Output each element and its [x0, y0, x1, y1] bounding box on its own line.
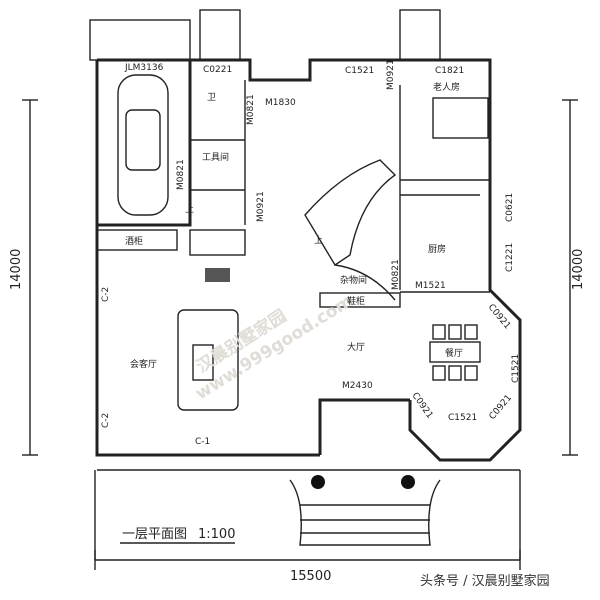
window-label: C1521 [345, 66, 374, 76]
dining-room-label: 餐厅 [445, 347, 463, 359]
plan-scale: 1:100 [198, 527, 235, 542]
shoe-cabinet-label: 鞋柜 [347, 295, 365, 307]
window-label: C0921 [488, 393, 514, 422]
door-label: M0821 [246, 94, 256, 125]
window-label: C1821 [435, 66, 464, 76]
storage-label: 杂物间 [340, 274, 367, 286]
window-label: C-2 [101, 413, 111, 428]
living-room-label: 会客厅 [130, 358, 157, 370]
bed-icon [432, 97, 489, 139]
garage-door-label: JLM3136 [124, 63, 164, 73]
dimension-lines [22, 99, 578, 570]
door-label: M0921 [256, 191, 266, 222]
tool-room-label: 工具间 [202, 151, 229, 163]
window-label: C-1 [195, 437, 210, 447]
window-label: C1221 [505, 243, 515, 272]
window-label: C0221 [203, 65, 232, 75]
entrance-steps [97, 469, 520, 546]
window-label: C1521 [448, 413, 477, 423]
wine-cabinet-label: 酒柜 [125, 235, 143, 247]
width-dimension: 15500 [290, 569, 331, 584]
fireplace-icon [205, 268, 230, 282]
kitchen-label: 厨房 [428, 243, 446, 255]
window-label: C0921 [410, 391, 435, 421]
elder-room-label: 老人房 [433, 81, 460, 93]
walls [89, 9, 522, 462]
window-label: C-2 [101, 287, 111, 302]
spiral-stair [304, 159, 397, 301]
window-label: C0621 [505, 193, 515, 222]
height-dimension-left: 14000 [9, 249, 24, 290]
height-dimension-right: 14000 [571, 249, 586, 290]
watermark: 汉晨别墅家园 www.999good.com [192, 291, 357, 404]
plan-title: 一层平面图 [122, 527, 187, 542]
door-label: M0921 [386, 59, 396, 90]
bathroom-label: 卫 [207, 93, 216, 103]
door-label: M0821 [176, 159, 186, 190]
car-icon [117, 74, 169, 216]
door-label: M1521 [415, 281, 446, 291]
stair-up-label: 上 [185, 204, 194, 215]
door-label: M2430 [342, 381, 373, 391]
door-label: M0821 [391, 259, 401, 290]
hall-label: 大厅 [347, 341, 365, 353]
dining-table-icon [429, 324, 481, 381]
door-label: M1830 [265, 98, 296, 108]
stair-up-label: 上 [314, 235, 323, 246]
sofa-set-icon [177, 309, 239, 411]
window-label: C1521 [511, 354, 521, 383]
footer-credit: 头条号 / 汉晨别墅家园 [420, 573, 550, 589]
